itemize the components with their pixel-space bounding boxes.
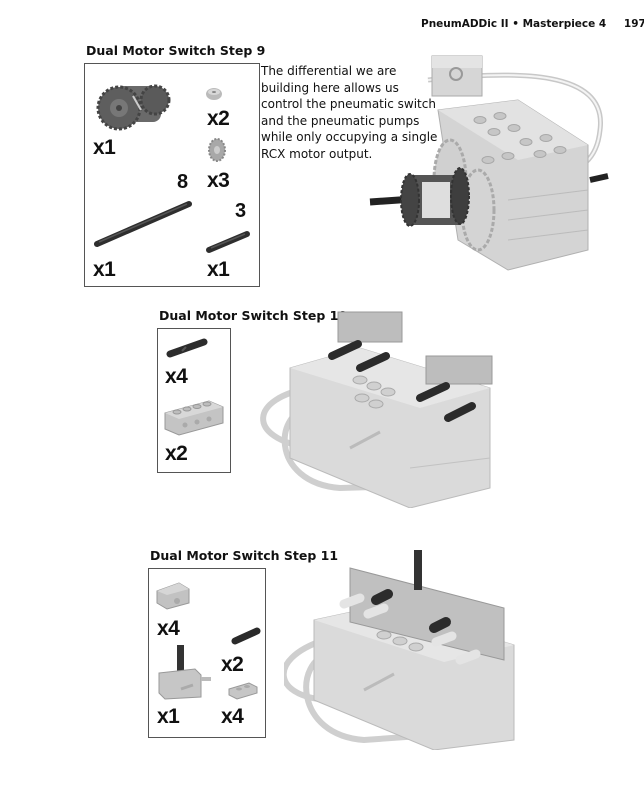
step-10-qty-brick: x2: [165, 442, 188, 465]
technic-brick-1x2-icon: [156, 582, 190, 610]
step-10-parts-list: x4 x2: [157, 328, 231, 473]
running-head: PneumADDic II • Masterpiece 4 197: [421, 18, 644, 30]
step-9-qty-axle-3: x1: [207, 258, 230, 281]
step-9-qty-differential: x1: [93, 136, 116, 159]
step-10-title: Dual Motor Switch Step 10: [159, 308, 348, 323]
axle-8-icon: [94, 201, 192, 247]
separator-bullet: •: [512, 18, 519, 30]
step-9-qty-bushing: x2: [207, 107, 230, 130]
step-9-axle-8-length: 8: [177, 171, 189, 193]
step-11-title: Dual Motor Switch Step 11: [150, 548, 339, 563]
connector-peg-icon: [231, 627, 261, 645]
page-number: 197: [623, 18, 644, 30]
step-11-model-illustration: [284, 550, 515, 750]
step-9-axle-3-length: 3: [235, 200, 247, 222]
step-9-title: Dual Motor Switch Step 9: [86, 43, 266, 58]
step-11-qty-brick: x4: [157, 617, 180, 640]
book-title: PneumADDic II: [421, 18, 509, 30]
step-9-description: The differential we are building here al…: [261, 64, 438, 161]
step-11-qty-peg: x2: [221, 653, 244, 676]
bushing-icon: [206, 88, 222, 100]
step-11-qty-switch: x1: [157, 705, 180, 728]
step-10-model-illustration: [260, 311, 493, 508]
step-11-parts-list: x4 x2 x1 x4: [148, 568, 266, 738]
step-9-parts-list: x1 x2 8 x3 x1 3 x1: [84, 63, 260, 287]
chapter-title: Masterpiece 4: [522, 18, 607, 30]
step-9-qty-axle-8: x1: [93, 258, 116, 281]
step-9-model-illustration: [369, 55, 609, 271]
step-10-qty-axle-pin: x4: [165, 365, 188, 388]
gear-icon: [208, 138, 226, 162]
axle-pin-icon: [166, 338, 208, 358]
differential-gear-icon: [96, 84, 171, 131]
step-9-qty-gear: x3: [207, 169, 230, 192]
pneumatic-switch-icon: [158, 645, 211, 700]
plate-1x2-icon: [228, 682, 258, 700]
axle-3-icon: [206, 231, 250, 253]
step-11-qty-plate: x4: [221, 705, 244, 728]
technic-brick-1x4-icon: [164, 400, 224, 436]
